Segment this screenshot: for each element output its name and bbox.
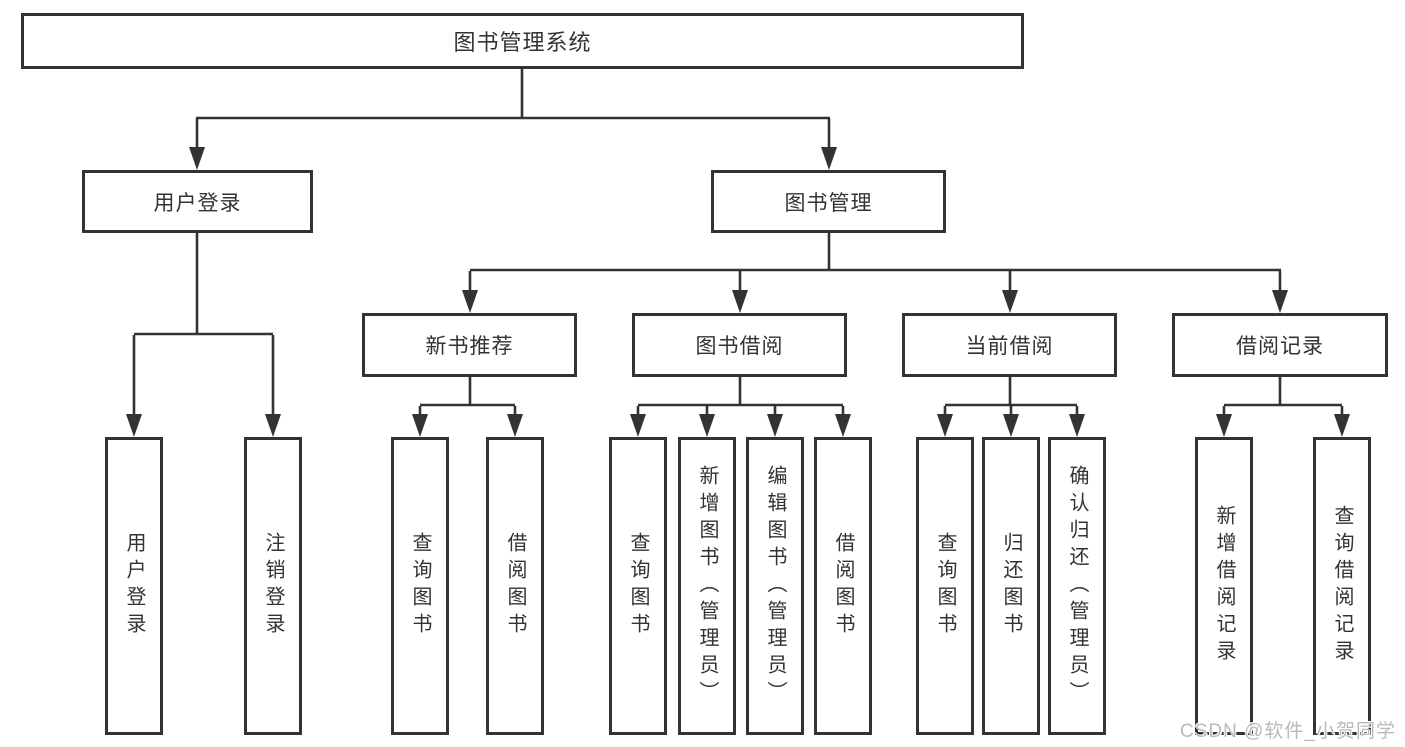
leaf-newbook-query-book: 查询图书 xyxy=(391,437,449,735)
leaf-label: 编辑图书（管理员） xyxy=(764,464,786,708)
node-label: 新书推荐 xyxy=(425,335,514,358)
node-book-borrowing: 图书借阅 xyxy=(632,313,847,377)
leaf-borrow-borrow-book: 借阅图书 xyxy=(814,437,872,735)
node-label: 用户登录 xyxy=(153,191,242,215)
node-user-login: 用户登录 xyxy=(82,170,313,233)
node-current-borrowing: 当前借阅 xyxy=(902,313,1117,377)
leaf-borrow-add-book-admin: 新增图书（管理员） xyxy=(678,437,736,735)
leaf-label: 确认归还（管理员） xyxy=(1066,464,1088,708)
node-library-management-system: 图书管理系统 xyxy=(21,13,1024,69)
leaf-label: 归还图书 xyxy=(1000,532,1022,640)
leaf-logout: 注销登录 xyxy=(244,437,302,735)
leaf-current-confirm-return-admin: 确认归还（管理员） xyxy=(1048,437,1106,735)
leaf-label: 新增图书（管理员） xyxy=(696,464,718,708)
leaf-records-add-record: 新增借阅记录 xyxy=(1195,437,1253,735)
leaf-current-return-book: 归还图书 xyxy=(982,437,1040,735)
leaf-label: 新增借阅记录 xyxy=(1213,505,1235,667)
node-borrowing-records: 借阅记录 xyxy=(1172,313,1388,377)
node-label: 当前借阅 xyxy=(965,335,1054,358)
node-new-book-recommendation: 新书推荐 xyxy=(362,313,577,377)
node-label: 图书管理 xyxy=(784,191,873,215)
leaf-label: 借阅图书 xyxy=(832,532,854,640)
leaf-label: 查询图书 xyxy=(627,532,649,640)
leaf-label: 查询图书 xyxy=(934,532,956,640)
node-book-management: 图书管理 xyxy=(711,170,946,233)
leaf-newbook-borrow-book: 借阅图书 xyxy=(486,437,544,735)
csdn-watermark: CSDN @软件_小贺同学 xyxy=(1180,721,1396,742)
node-label: 借阅记录 xyxy=(1236,335,1324,358)
leaf-current-query-book: 查询图书 xyxy=(916,437,974,735)
leaf-label: 查询图书 xyxy=(409,532,431,640)
leaf-label: 借阅图书 xyxy=(504,532,526,640)
leaf-label: 用户登录 xyxy=(123,532,145,640)
leaf-borrow-edit-book-admin: 编辑图书（管理员） xyxy=(746,437,804,735)
leaf-records-query-record: 查询借阅记录 xyxy=(1313,437,1371,735)
leaf-borrow-query-book: 查询图书 xyxy=(609,437,667,735)
leaf-label: 注销登录 xyxy=(262,532,284,640)
node-label: 图书管理系统 xyxy=(453,30,592,55)
leaf-label: 查询借阅记录 xyxy=(1331,505,1353,667)
node-label: 图书借阅 xyxy=(695,335,784,358)
leaf-user-login: 用户登录 xyxy=(105,437,163,735)
